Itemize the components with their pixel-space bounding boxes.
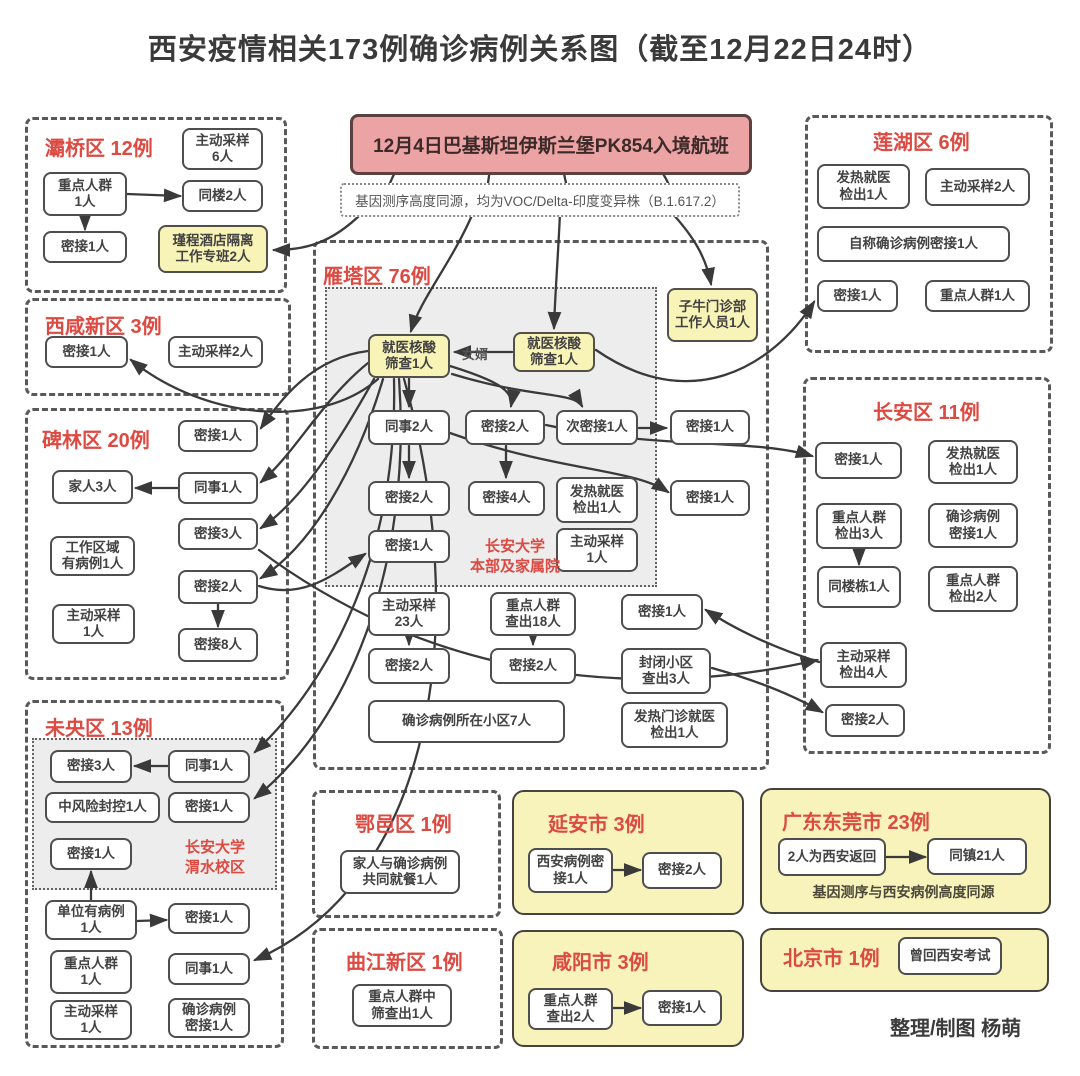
case-node: 密接2人: [178, 570, 258, 604]
case-node-nucleic-screen-2: 就医核酸 筛查1人: [513, 332, 595, 372]
case-node: 密接2人: [490, 648, 576, 684]
case-node: 同镇21人: [927, 838, 1027, 875]
region-title-beijing: 北京市 1例: [783, 948, 880, 970]
region-title-yanan: 延安市 3例: [548, 814, 645, 836]
case-node: 密接1人: [368, 530, 450, 563]
case-node-clinic-staff: 子牛门诊部 工作人员1人: [667, 288, 758, 342]
case-node: 封闭小区 查出3人: [621, 648, 711, 694]
case-node: 密接1人: [50, 838, 132, 870]
case-node: 发热就医 检出1人: [928, 440, 1018, 484]
case-node: 单位有病例 1人: [45, 900, 137, 940]
case-node: 发热就医 检出1人: [817, 164, 910, 209]
case-node: 重点人群 检出3人: [816, 503, 902, 549]
case-node: 密接1人: [168, 903, 250, 934]
case-node: 密接2人: [642, 852, 722, 889]
case-node: 工作区域 有病例1人: [50, 536, 135, 576]
case-node: 主动采样 23人: [368, 592, 450, 636]
gene-sequence-note: 基因测序高度同源，均为VOC/Delta-印度变异株（B.1.617.2）: [340, 183, 740, 217]
case-node: 重点人群1人: [925, 280, 1030, 312]
region-title-beilin: 碑林区 20例: [42, 430, 150, 452]
case-node: 同事2人: [368, 410, 450, 445]
case-node: 重点人群 检出2人: [928, 566, 1018, 612]
case-node: 确诊病例 密接1人: [928, 503, 1018, 548]
case-node: 密接1人: [168, 792, 250, 823]
case-node: 家人3人: [52, 470, 133, 504]
region-baqiao: [25, 117, 287, 293]
region-title-yanta: 雁塔区 76例: [323, 266, 431, 288]
case-node: 同事1人: [168, 953, 250, 985]
case-node: 同楼2人: [182, 180, 263, 212]
case-node: 确诊病例所在小区7人: [368, 700, 565, 743]
case-node: 中风险封控1人: [45, 792, 160, 823]
flight-source-box: 12月4日巴基斯坦伊斯兰堡PK854入境航班: [350, 114, 752, 175]
case-node: 密接1人: [178, 420, 258, 452]
case-node: 密接1人: [670, 410, 750, 445]
credit-text: 整理/制图 杨萌: [890, 1018, 1022, 1040]
case-node: 家人与确诊病例 共同就餐1人: [340, 850, 460, 894]
case-node: 密接1人: [43, 231, 127, 263]
case-node: 主动采样2人: [168, 336, 263, 368]
page-title: 西安疫情相关173例确诊病例关系图（截至12月22日24时）: [147, 34, 933, 66]
case-node: 主动采样 1人: [52, 604, 135, 644]
case-node: 主动采样 6人: [182, 128, 263, 170]
label-changan-univ-main: 长安大学 本部及家属院: [469, 538, 560, 575]
case-node: 重点人群 1人: [50, 950, 132, 994]
case-node: 曾回西安考试: [898, 937, 1002, 975]
region-title-dongguan: 广东东莞市 23例: [782, 812, 930, 834]
case-node: 次密接1人: [556, 410, 638, 445]
case-node: 密接3人: [50, 750, 132, 783]
dongguan-gene-caption: 基因测序与西安病例高度同源: [812, 884, 995, 900]
case-node: 密接1人: [642, 990, 722, 1026]
case-node: 重点人群中 筛查出1人: [352, 984, 452, 1027]
case-node-hotel-team: 瑾程酒店隔离 工作专班2人: [158, 225, 268, 273]
region-title-qujiang: 曲江新区 1例: [346, 952, 463, 974]
case-node: 主动采样2人: [925, 168, 1030, 206]
region-title-xianyang: 咸阳市 3例: [552, 952, 649, 974]
case-node: 密接2人: [368, 481, 450, 516]
case-node: 发热就医 检出1人: [556, 477, 638, 523]
case-node: 重点人群 查出2人: [528, 988, 613, 1030]
case-node: 密接2人: [465, 410, 545, 445]
label-changan-univ-weishui: 长安大学 渭水校区: [184, 839, 245, 876]
case-node-nucleic-screen-1: 就医核酸 筛查1人: [368, 334, 450, 378]
case-node: 主动采样 检出4人: [820, 642, 907, 688]
region-title-baqiao: 灞桥区 12例: [45, 138, 153, 160]
case-node: 2人为西安返回: [778, 838, 886, 876]
case-node: 密接1人: [621, 594, 703, 630]
case-node: 密接3人: [178, 518, 258, 550]
case-node: 密接1人: [817, 280, 898, 312]
region-title-xixian: 西咸新区 3例: [45, 316, 162, 338]
case-node: 主动采样 1人: [50, 1000, 132, 1040]
case-node: 重点人群 查出18人: [490, 592, 576, 636]
case-node: 密接1人: [45, 336, 128, 368]
case-node: 西安病例密 接1人: [528, 848, 613, 893]
case-node: 发热门诊就医 检出1人: [621, 702, 728, 748]
case-node: 密接2人: [825, 704, 905, 737]
case-node: 密接8人: [178, 628, 258, 662]
case-node: 确诊病例 密接1人: [168, 998, 250, 1038]
region-lianhu: [805, 115, 1053, 353]
case-node: 同楼栋1人: [817, 566, 901, 608]
case-node: 密接4人: [468, 481, 545, 516]
region-title-lianhu: 莲湖区 6例: [873, 132, 970, 154]
case-node: 自称确诊病例密接1人: [817, 226, 1010, 262]
region-title-weiyang: 未央区 13例: [45, 718, 153, 740]
case-node: 重点人群 1人: [43, 172, 127, 216]
label-son-in-law: 女婿: [462, 347, 489, 362]
case-node: 密接1人: [670, 480, 750, 516]
region-title-eyi: 鄂邑区 1例: [355, 814, 452, 836]
case-node: 密接1人: [815, 442, 902, 479]
case-node: 同事1人: [178, 472, 258, 504]
region-title-changan: 长安区 11例: [873, 402, 980, 424]
case-node: 同事1人: [168, 750, 250, 783]
case-node: 密接2人: [368, 648, 450, 684]
